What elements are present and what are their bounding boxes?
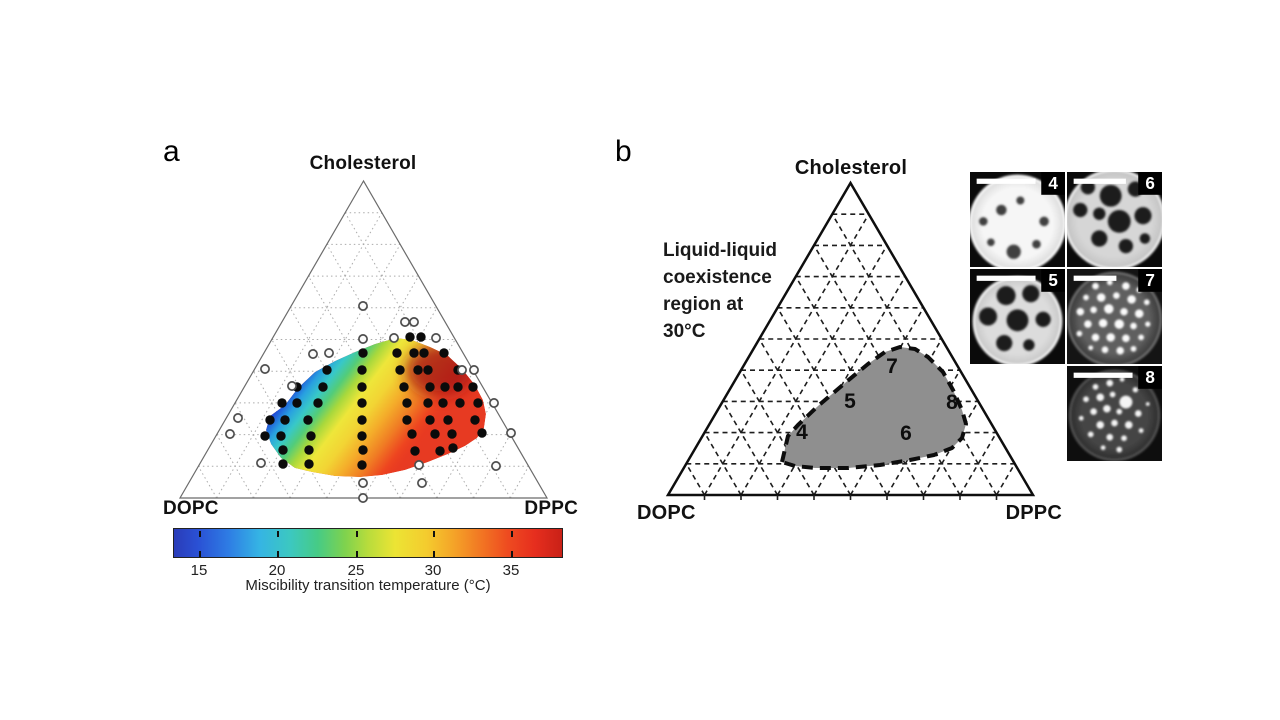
panel-b-right-label: DPPC [1005, 502, 1062, 524]
coexistence-annotation-line-1: Liquid-liquid [663, 240, 777, 261]
temperature-colorbar [173, 528, 563, 558]
colorbar-tickmark [511, 551, 513, 557]
scale-bar [976, 275, 1036, 281]
coexistence-annotation-line-2: coexistence [663, 267, 772, 288]
region-point-4: 4 [796, 421, 808, 444]
colorbar-tickmark [433, 551, 435, 557]
colorbar-tickmark [277, 531, 279, 537]
region-point-8: 8 [946, 391, 958, 414]
micrograph-label: 8 [1145, 368, 1155, 387]
micrograph-label: 4 [1048, 174, 1058, 193]
panel-b-base-ticks [703, 495, 998, 500]
micrograph-label: 6 [1145, 174, 1155, 193]
scale-bar [1073, 275, 1117, 281]
colorbar-tick-20: 20 [268, 562, 286, 579]
coexistence-region [780, 345, 968, 470]
micrograph-5: 5 [970, 269, 1065, 364]
panel-b-letter: b [615, 135, 632, 168]
panel-a-left-label: DOPC [163, 498, 219, 519]
coexistence-annotation-line-4: 30°C [663, 321, 706, 342]
region-point-6: 6 [900, 422, 912, 445]
colorbar-tick-35: 35 [502, 562, 520, 579]
colorbar-tick-15: 15 [190, 562, 208, 579]
micrograph-label: 7 [1145, 271, 1155, 290]
micrograph-7: 7 [1067, 269, 1162, 364]
colorbar-tickmark [356, 531, 358, 537]
colorbar-tickmark [277, 551, 279, 557]
colorbar-tickmark [199, 531, 201, 537]
region-point-7: 7 [886, 355, 898, 378]
scale-bar [1073, 372, 1133, 378]
miscibility-heatmap-surface [266, 338, 486, 477]
micrograph-8: 8 [1067, 366, 1162, 461]
colorbar-tickmark [199, 551, 201, 557]
panel-b-apex-label: Cholesterol [794, 157, 908, 179]
panel-a-data-points [225, 301, 516, 503]
region-point-5: 5 [844, 390, 856, 413]
micrograph-6: 6 [1067, 172, 1162, 267]
colorbar-tickmark [511, 531, 513, 537]
panel-a-letter: a [163, 135, 180, 168]
panel-a-right-label: DPPC [524, 498, 578, 519]
colorbar-tickmark [356, 551, 358, 557]
panel-b-left-label: DOPC [637, 502, 696, 524]
colorbar-tick-30: 30 [424, 562, 442, 579]
coexistence-annotation-line-3: region at [663, 294, 744, 315]
scale-bar [1073, 178, 1126, 184]
scale-bar [976, 178, 1036, 184]
panel-a-apex-label: Cholesterol [309, 153, 417, 174]
colorbar-tickmark [433, 531, 435, 537]
micrograph-4: 4 [970, 172, 1065, 267]
colorbar-tick-25: 25 [347, 562, 365, 579]
micrograph-label: 5 [1048, 271, 1058, 290]
colorbar-caption: Miscibility transition temperature (°C) [245, 577, 491, 594]
